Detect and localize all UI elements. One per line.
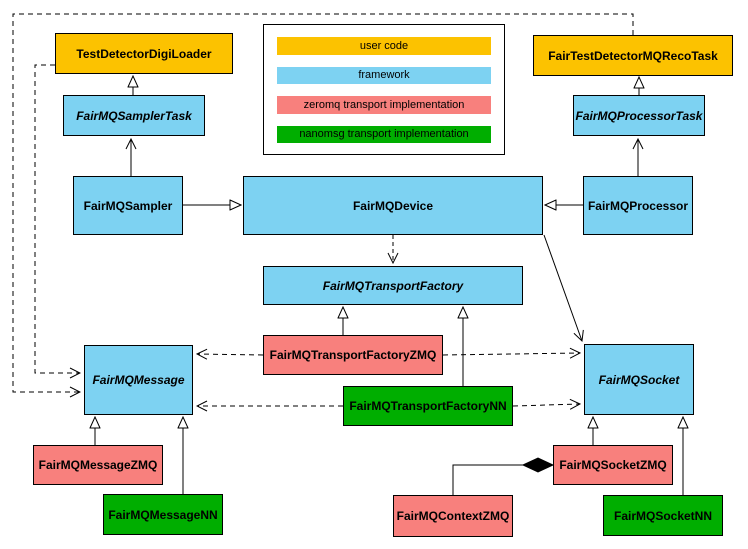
legend-item-framework: framework	[277, 66, 491, 84]
node-fairmq-processor: FairMQProcessor	[583, 176, 693, 235]
edge-factorynn-to-socket	[512, 404, 580, 406]
legend-item-zeromq: zeromq transport implementation	[277, 96, 491, 114]
node-test-detector-digi-loader: TestDetectorDigiLoader	[55, 33, 233, 74]
edge-factoryzmq-to-socket	[442, 353, 580, 355]
node-fairmq-context-zmq: FairMQContextZMQ	[393, 495, 513, 537]
node-fairmq-processor-task: FairMQProcessorTask	[573, 95, 705, 136]
edge-factoryzmq-to-message	[197, 354, 264, 355]
composition-diamond	[521, 457, 555, 473]
edge-socketzmq-to-contextzmq	[452, 464, 523, 495]
node-fairmq-socket-nn: FairMQSocketNN	[603, 495, 723, 536]
legend-label-framework: framework	[358, 69, 410, 82]
node-fairmq-message: FairMQMessage	[84, 345, 193, 415]
node-fairmq-sampler: FairMQSampler	[73, 176, 183, 235]
legend: user code framework zeromq transport imp…	[263, 24, 505, 155]
legend-label-nanomsg: nanomsg transport implementation	[299, 128, 469, 141]
node-fairmq-device: FairMQDevice	[243, 176, 543, 235]
node-fairmq-transport-factory-nn: FairMQTransportFactoryNN	[343, 386, 513, 426]
legend-label-zeromq: zeromq transport implementation	[303, 98, 465, 111]
node-fairmq-socket-zmq: FairMQSocketZMQ	[553, 445, 673, 485]
node-fairmq-message-zmq: FairMQMessageZMQ	[33, 445, 163, 485]
node-fairmq-transport-factory: FairMQTransportFactory	[263, 266, 523, 305]
node-fairmq-transport-factory-zmq: FairMQTransportFactoryZMQ	[263, 335, 443, 375]
edge-device-to-socket	[543, 234, 582, 341]
node-fairmq-sampler-task: FairMQSamplerTask	[63, 95, 205, 136]
legend-label-user-code: user code	[359, 39, 409, 52]
node-fair-test-detector-mq-reco-task: FairTestDetectorMQRecoTask	[533, 35, 733, 76]
node-fairmq-message-nn: FairMQMessageNN	[103, 494, 223, 535]
node-fairmq-socket: FairMQSocket	[584, 344, 694, 415]
legend-item-nanomsg: nanomsg transport implementation	[277, 125, 491, 143]
legend-item-user-code: user code	[277, 37, 491, 55]
